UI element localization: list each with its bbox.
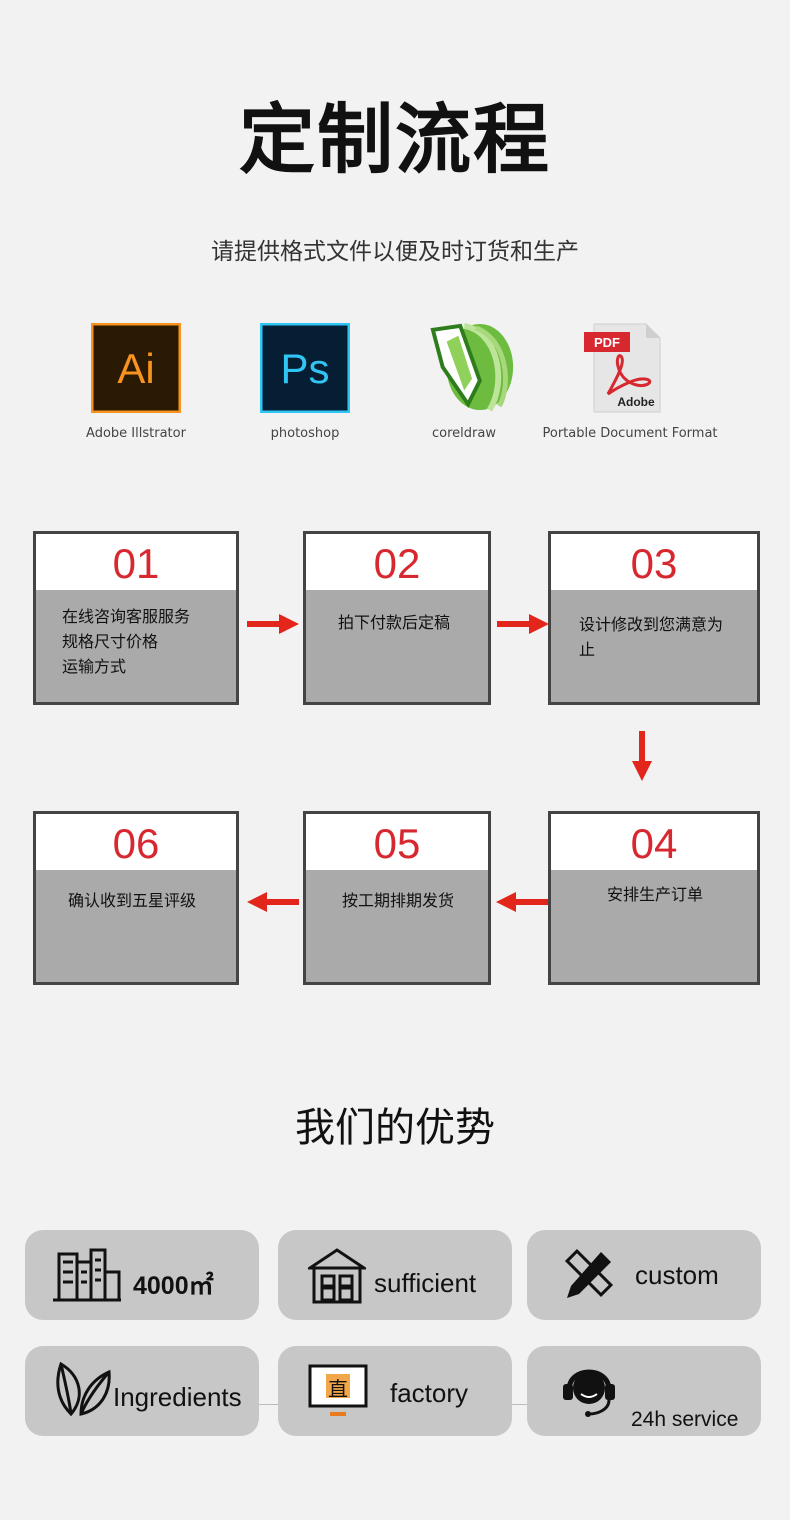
headset-icon	[563, 1369, 615, 1417]
step-box-05: 05 按工期排期发货	[303, 811, 491, 985]
step-number: 02	[306, 534, 488, 590]
advantage-card-custom: custom	[527, 1230, 761, 1320]
arrow-left-icon	[247, 892, 299, 912]
step-desc-line: 拍下付款后定稿	[338, 613, 451, 632]
advantage-label: 24h service	[631, 1408, 739, 1431]
advantage-label: Ingredients	[113, 1382, 242, 1412]
step-box-04: 04 安排生产订单	[548, 811, 760, 985]
arrow-right-icon	[497, 614, 549, 634]
step-number: 03	[551, 534, 757, 590]
step-desc-line: 运输方式	[62, 657, 127, 676]
svg-text:Ps: Ps	[280, 345, 329, 392]
pdf-label: Portable Document Format	[542, 426, 718, 441]
step-desc-line: 设计修改到您满意为止	[579, 615, 724, 659]
illustrator-icon: Ai	[90, 322, 182, 417]
step-desc-line: 规格尺寸价格	[62, 632, 159, 651]
advantage-card-area: 4000㎡	[25, 1230, 259, 1320]
advantage-card-stock: sufficient	[278, 1230, 512, 1320]
advantage-card-ingredients: Ingredients	[25, 1346, 259, 1436]
factory-building-icon	[53, 1248, 121, 1302]
advantage-label: sufficient	[374, 1268, 477, 1298]
monitor-icon: 直	[308, 1364, 368, 1416]
step-desc-line: 安排生产订单	[607, 885, 704, 904]
svg-text:Ai: Ai	[117, 345, 154, 392]
step-box-01: 01 在线咨询客服服务 规格尺寸价格 运输方式	[33, 531, 239, 705]
svg-text:Adobe: Adobe	[617, 395, 655, 409]
step-box-03: 03 设计修改到您满意为止	[548, 531, 760, 705]
step-desc-line: 在线咨询客服服务	[62, 607, 191, 626]
step-desc-line: 按工期排期发货	[342, 891, 455, 910]
step-number: 05	[306, 814, 488, 870]
coreldraw-icon	[428, 322, 518, 416]
arrow-left-icon	[496, 892, 548, 912]
step-box-06: 06 确认收到五星评级	[33, 811, 239, 985]
arrow-down-icon	[632, 731, 652, 781]
step-number: 06	[36, 814, 236, 870]
step-number: 01	[36, 534, 236, 590]
warehouse-icon	[308, 1248, 366, 1304]
arrow-right-icon	[247, 614, 299, 634]
advantage-card-factory: 直 factory	[278, 1346, 512, 1436]
advantage-label: factory	[390, 1378, 469, 1408]
photoshop-icon: Ps	[259, 322, 351, 417]
step-box-02: 02 拍下付款后定稿	[303, 531, 491, 705]
svg-text:PDF: PDF	[594, 335, 620, 350]
leaves-icon	[56, 1362, 111, 1417]
advantage-card-service: 24h service	[527, 1346, 761, 1436]
pdf-icon: PDF Adobe	[584, 322, 664, 418]
step-desc-line: 确认收到五星评级	[68, 891, 197, 910]
page-subtitle: 请提供格式文件以便及时订货和生产	[211, 239, 579, 265]
advantage-label: 4000㎡	[133, 1272, 214, 1300]
illustrator-label: Adobe Illstrator	[86, 426, 186, 441]
step-number: 04	[551, 814, 757, 870]
coreldraw-label: coreldraw	[432, 426, 496, 441]
advantage-label: custom	[635, 1260, 719, 1290]
pencil-ruler-icon	[564, 1248, 614, 1298]
advantages-title: 我们的优势	[295, 1105, 495, 1151]
page-title: 定制流程	[239, 95, 551, 184]
svg-text:直: 直	[328, 1377, 348, 1401]
photoshop-label: photoshop	[270, 426, 340, 441]
